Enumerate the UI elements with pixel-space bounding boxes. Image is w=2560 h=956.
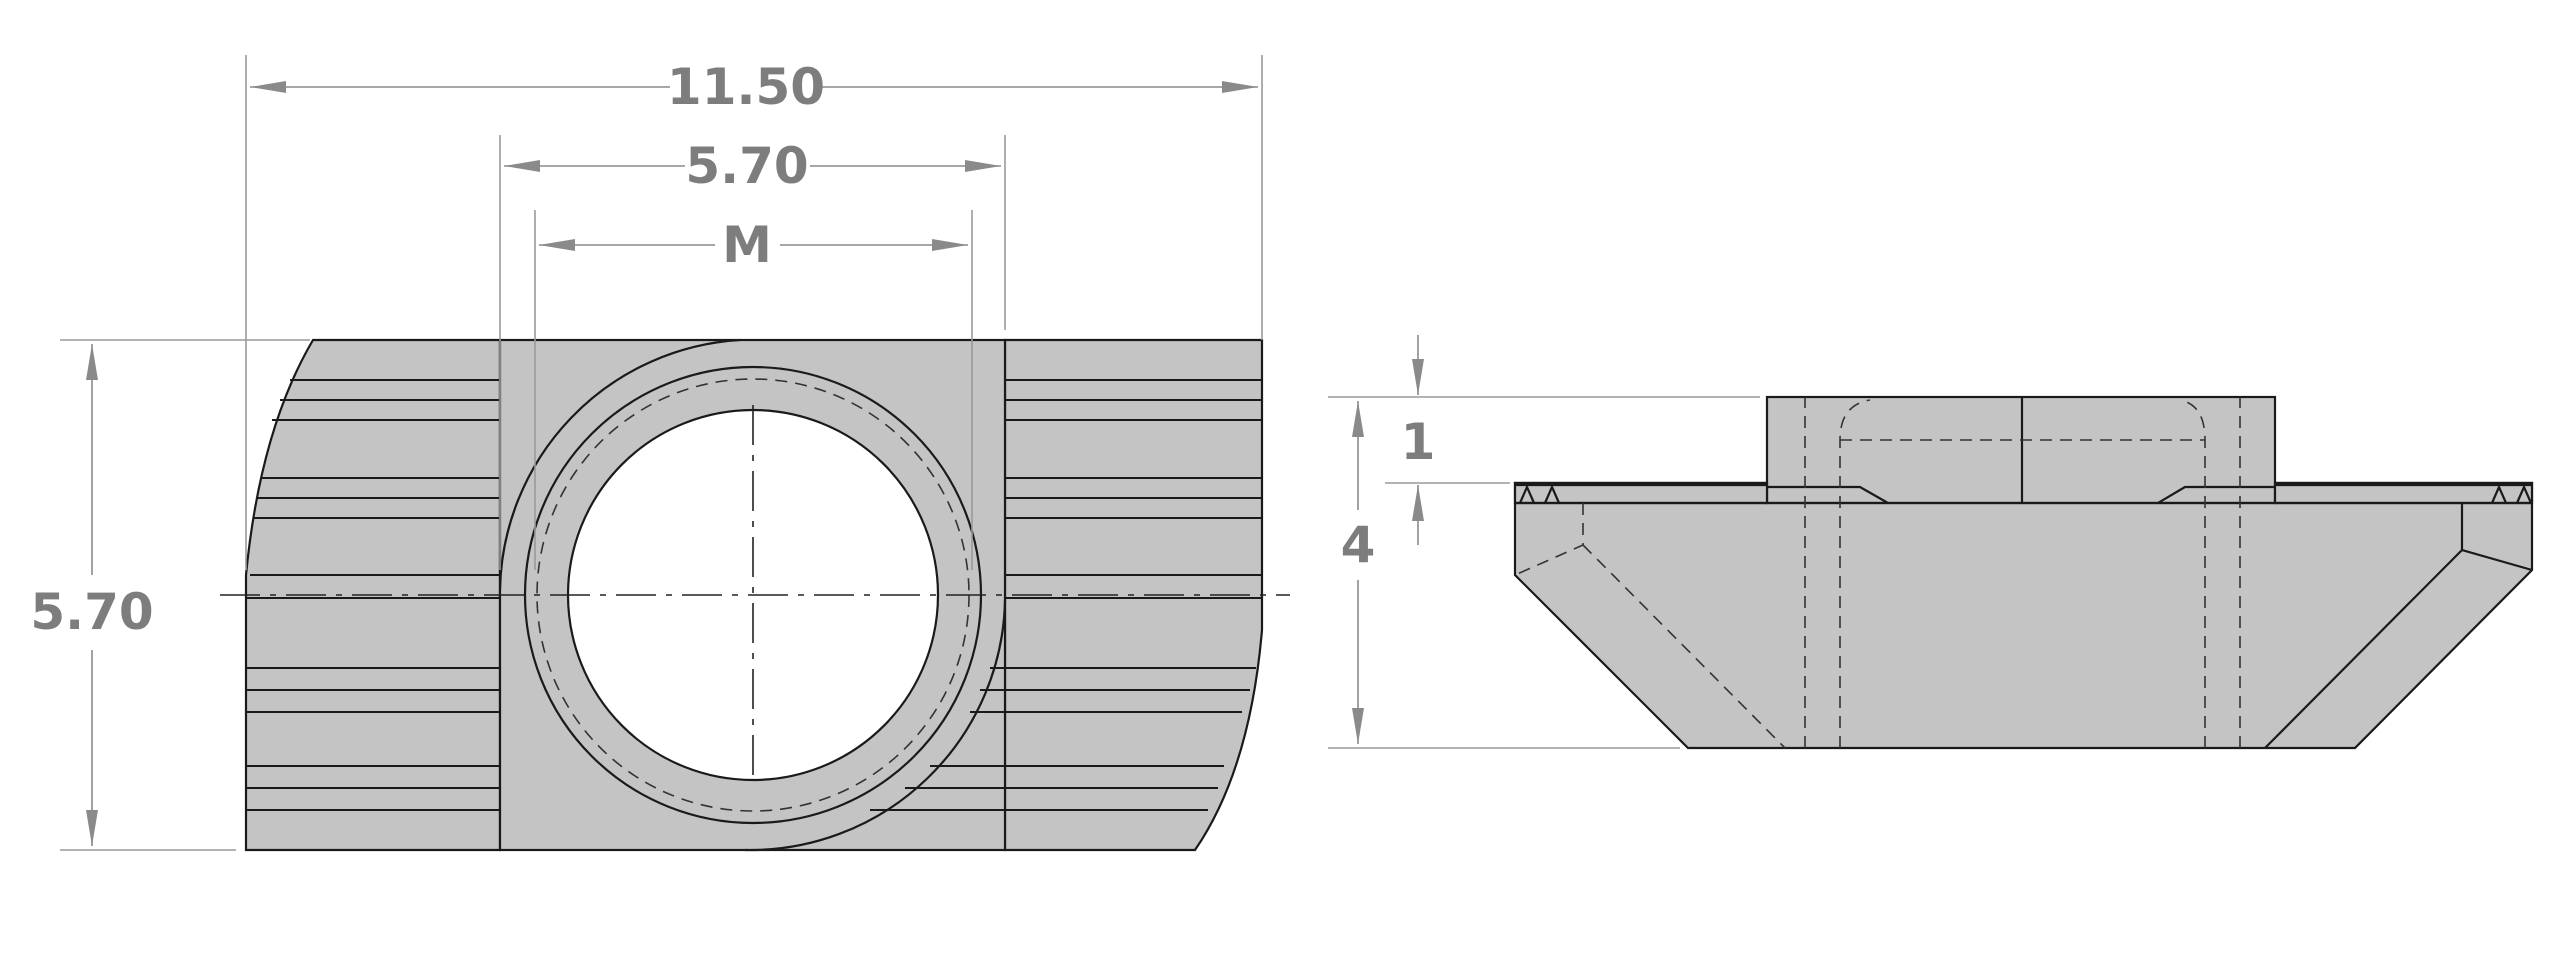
dimension-collar-height: 1 (1401, 413, 1436, 471)
top-view-collar-arc (498, 338, 1007, 852)
top-view-grooves-right (870, 379, 1262, 811)
top-view-grooves-left (246, 379, 500, 811)
dimension-height: 5.70 (30, 583, 153, 641)
dimension-collar-width: 5.70 (685, 137, 808, 195)
dimension-thread: M (722, 216, 772, 274)
top-view (220, 338, 1290, 852)
side-view-right-face (2264, 503, 2533, 749)
side-view-dimensions: 1 4 (1328, 335, 1760, 749)
dimension-overall-width: 11.50 (667, 58, 825, 116)
side-view-flange-notches (1518, 484, 2533, 504)
side-view (1513, 395, 2534, 750)
side-view-body (1513, 481, 2534, 750)
dimension-total-height: 4 (1341, 516, 1376, 574)
top-view-dimensions: 11.50 5.70 M 5.70 (30, 55, 1263, 851)
